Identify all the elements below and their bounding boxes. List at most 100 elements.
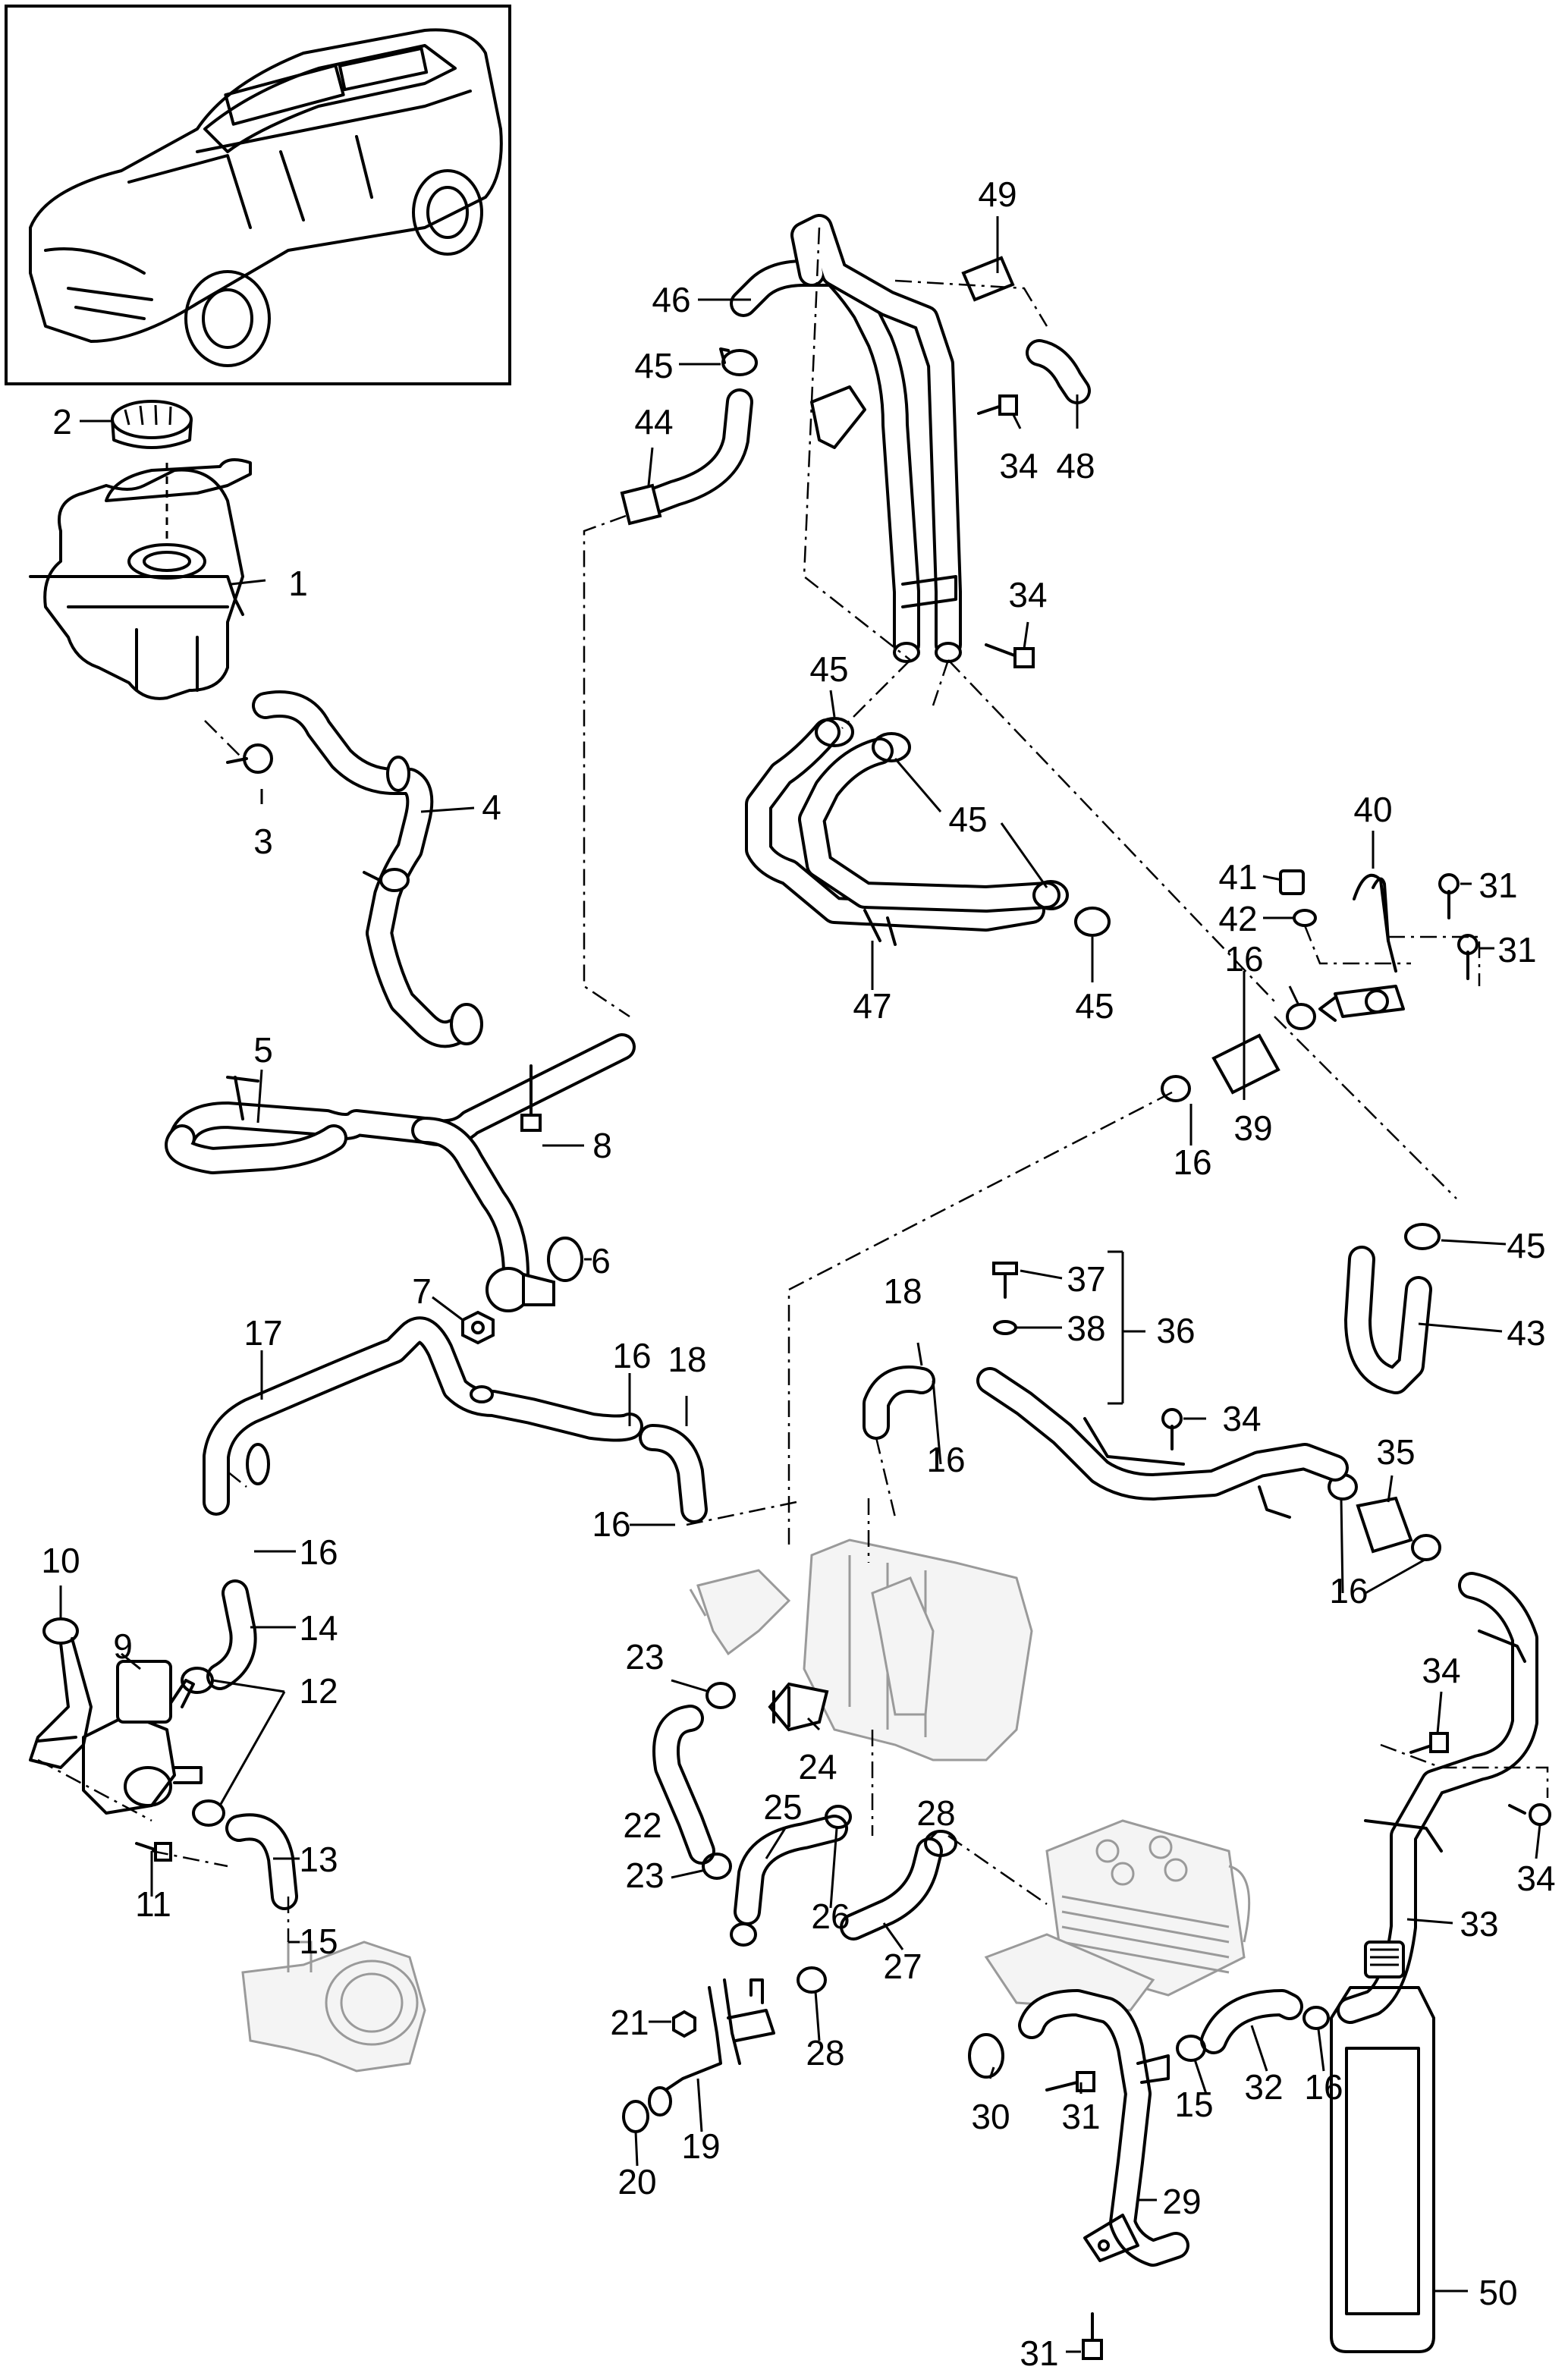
screw-37-washer-38 <box>992 1250 1124 1405</box>
screws-34-upper <box>977 394 1035 668</box>
callout-29: 29 <box>1162 2182 1201 2221</box>
callout-32: 32 <box>1244 2067 1283 2107</box>
callout-45-c: 45 <box>948 800 987 839</box>
callout-49: 49 <box>978 174 1017 214</box>
expansion-tank-cap <box>111 400 193 449</box>
callout-18-a: 18 <box>668 1340 706 1379</box>
clamps-28 <box>797 1830 957 1994</box>
callout-40: 40 <box>1353 790 1392 829</box>
callout-38: 38 <box>1067 1309 1105 1348</box>
hose-32 <box>1200 1989 1303 2054</box>
callout-2: 2 <box>52 402 72 442</box>
callout-16-g: 16 <box>1329 1571 1368 1611</box>
callout-46: 46 <box>652 280 690 319</box>
clamps-23 <box>702 1682 736 1880</box>
coupling-39 <box>1211 1033 1280 1095</box>
callout-16-e: 16 <box>1224 939 1263 979</box>
coolant-pipe-36 <box>976 1367 1349 1519</box>
screw-8 <box>520 1064 542 1132</box>
callout-45-b: 45 <box>809 649 848 689</box>
callout-3: 3 <box>253 822 273 861</box>
hose-18-right <box>863 1365 935 1440</box>
coolant-pipe-5 <box>165 1033 636 1312</box>
hose-assembly-47 <box>745 718 1061 946</box>
clamp-26 <box>825 1805 852 1829</box>
callout-34-c: 34 <box>1222 1399 1261 1438</box>
sleeve-49 <box>961 256 1015 302</box>
callout-6: 6 <box>591 1241 611 1281</box>
auxiliary-water-pump <box>82 1660 203 1815</box>
callout-44: 44 <box>634 402 673 442</box>
callout-20: 20 <box>617 2162 656 2201</box>
callout-45-a: 45 <box>634 346 673 385</box>
hose-27 <box>840 1837 943 1941</box>
hose-44 <box>620 388 753 526</box>
oil-filter-housing-ghost <box>689 1538 1033 1761</box>
fitting-40-valve <box>1318 873 1405 1022</box>
seal-42 <box>1293 909 1317 927</box>
leader-lines <box>59 216 1541 2353</box>
callout-25: 25 <box>763 1787 802 1827</box>
callout-45-d: 45 <box>1075 986 1114 1026</box>
oil-cooler-ghost <box>984 1819 1251 2012</box>
coolant-expansion-tank <box>29 458 252 700</box>
callout-16-d: 16 <box>926 1440 965 1479</box>
coolant-pipe-assembly-46 <box>730 214 962 663</box>
hose-43 <box>1344 1246 1432 1394</box>
callout-14: 14 <box>299 1608 338 1648</box>
screws-31-right <box>1438 873 1478 980</box>
callout-23-a: 23 <box>625 1637 664 1677</box>
coupling-35 <box>1356 1496 1413 1554</box>
callout-28-a: 28 <box>916 1793 955 1833</box>
sensor-41 <box>1279 869 1305 895</box>
callout-13: 13 <box>299 1840 338 1879</box>
callout-48: 48 <box>1056 446 1095 486</box>
callout-11: 11 <box>135 1884 171 1924</box>
coolant-pipe-29 <box>1018 1989 1189 2267</box>
hose-13 <box>225 1813 298 1910</box>
o-ring-6 <box>547 1237 583 1282</box>
callout-21: 21 <box>610 2003 649 2042</box>
callout-8: 8 <box>592 1126 612 1165</box>
callout-36: 36 <box>1156 1311 1195 1350</box>
screws-31-lower <box>1045 2071 1103 2360</box>
callout-31-b: 31 <box>1020 2333 1058 2373</box>
callout-18-b: 18 <box>883 1271 922 1311</box>
clamp-15-lower <box>1176 2035 1206 2062</box>
car-illustration <box>29 28 503 367</box>
callout-31-d: 31 <box>1497 930 1536 970</box>
coolant-hose-4 <box>252 690 483 1048</box>
clamps-12 <box>181 1667 225 1827</box>
callout-7: 7 <box>412 1271 432 1311</box>
callout-33: 33 <box>1460 1904 1498 1944</box>
coolant-pipe-17 <box>203 1316 643 1516</box>
callout-16-h: 16 <box>1304 2067 1343 2107</box>
hose-14 <box>206 1579 257 1690</box>
callout-16-c: 16 <box>592 1504 630 1544</box>
coolant-bottle-50 <box>1330 1941 1435 2353</box>
callout-5: 5 <box>253 1030 273 1070</box>
clamp-45-top <box>719 347 758 376</box>
fitting-24 <box>768 1682 829 1732</box>
callout-37: 37 <box>1067 1259 1105 1299</box>
clamp-45-right <box>1404 1223 1441 1250</box>
callout-35: 35 <box>1376 1432 1415 1472</box>
pump-bracket-10 <box>29 1617 93 1769</box>
clamp-26b <box>730 1922 757 1947</box>
callout-12: 12 <box>299 1671 338 1711</box>
callout-34-d: 34 <box>1422 1651 1460 1690</box>
callout-39: 39 <box>1233 1108 1272 1148</box>
connection-lines <box>37 227 1549 1942</box>
callout-1: 1 <box>288 564 308 603</box>
hose-18-left <box>639 1424 708 1523</box>
callout-30: 30 <box>971 2097 1010 2136</box>
callout-31-a: 31 <box>1061 2097 1100 2136</box>
callout-labels: 1 2 3 4 5 6 7 8 9 10 11 12 13 14 15 15 1… <box>41 174 1555 2373</box>
screw-3 <box>204 720 273 774</box>
o-ring-30 <box>968 2033 1004 2079</box>
clamps-45-lower <box>815 717 1111 937</box>
pipe-19 <box>648 1978 775 2117</box>
hose-25 <box>734 1815 848 1925</box>
thermostat-housing-ghost <box>241 1941 426 2073</box>
